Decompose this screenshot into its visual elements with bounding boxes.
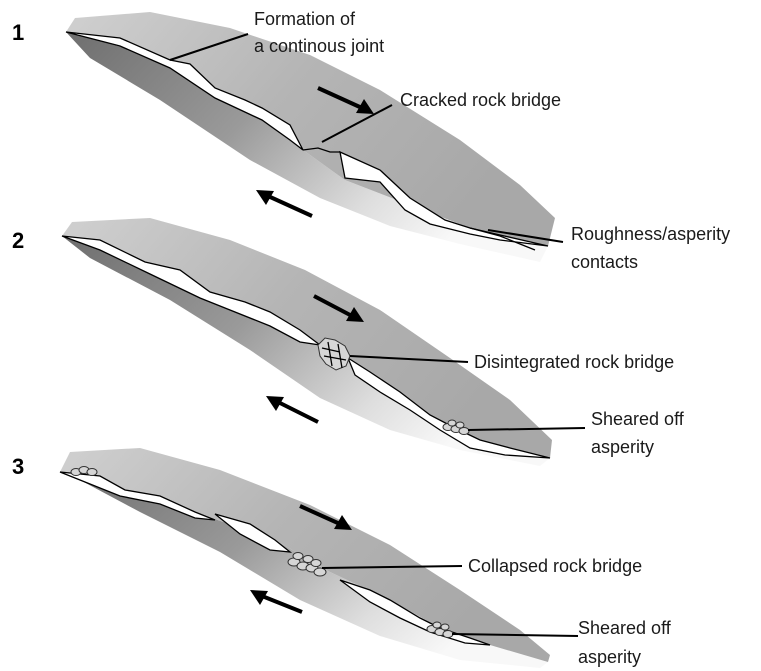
label-roughness-line2: contacts (571, 252, 638, 272)
shear-arrow-left (266, 396, 318, 422)
label-sheared-line1: Sheared off (591, 409, 685, 429)
label-collapsed-rock-bridge: Collapsed rock bridge (468, 556, 642, 576)
panel-2-number: 2 (12, 228, 24, 253)
panel-3: 3 (12, 448, 672, 668)
label-disintegrated-rock-bridge: Disintegrated rock bridge (474, 352, 674, 372)
shear-arrow-left (256, 190, 312, 216)
label-roughness-line1: Roughness/asperity (571, 224, 730, 244)
label-sheared-line1: Sheared off (578, 618, 672, 638)
label-sheared-line2: asperity (591, 437, 654, 457)
label-sheared-line2: asperity (578, 647, 641, 667)
label-formation-line1: Formation of (254, 9, 356, 29)
label-formation-line2: a continous joint (254, 36, 384, 56)
label-cracked-rock-bridge: Cracked rock bridge (400, 90, 561, 110)
upper-rock-block (60, 448, 550, 662)
panel-1-number: 1 (12, 20, 24, 45)
panel-3-number: 3 (12, 454, 24, 479)
